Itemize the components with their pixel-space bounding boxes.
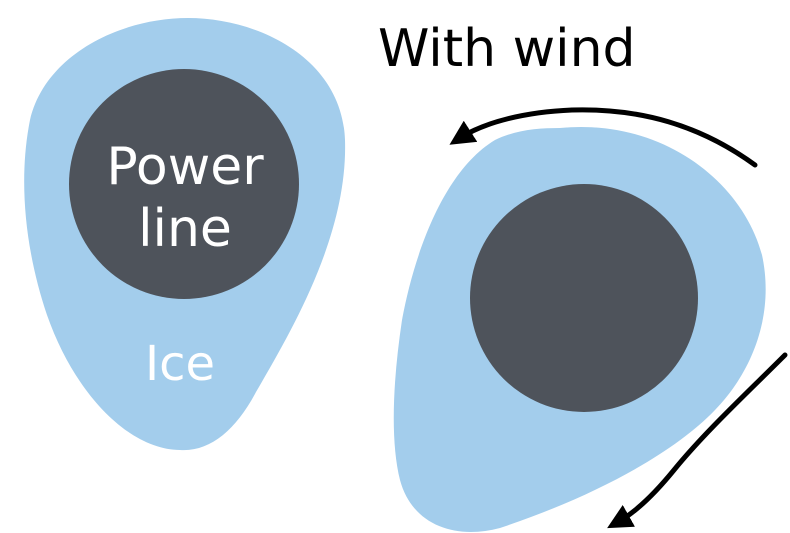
wind-ice-group: With wind [378, 19, 788, 532]
ice-label: Ice [145, 336, 215, 392]
still-ice-group: Power line Ice [24, 18, 346, 451]
wind-label: With wind [378, 19, 636, 79]
wind-arrow-top [449, 107, 758, 168]
power-line-label-line1: Power [106, 137, 264, 197]
power-line-conductor-wind [470, 184, 698, 412]
power-line-conductor-still [69, 69, 299, 299]
power-line-label-line2: line [138, 199, 232, 259]
wind-arrow-right [607, 352, 788, 529]
